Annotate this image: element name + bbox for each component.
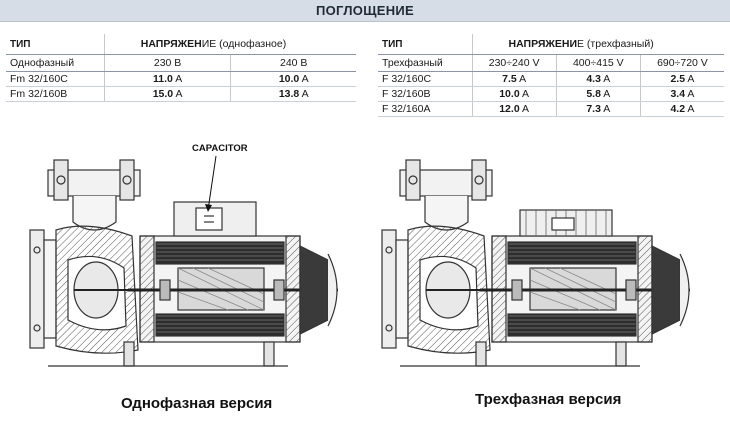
voltage-col-header: 690÷720 V [639,54,724,72]
current-value: 13.8 A [230,86,356,102]
model-name: Fm 32/160C [6,71,105,87]
voltage-col-header: 240 В [230,54,356,72]
phase-type-label: Однофазный [6,54,105,72]
current-value: 5.8 A [555,86,641,102]
current-value: 4.2 A [639,101,724,117]
type-header: ТИП [382,38,403,50]
phase-type-label: Трехфазный [378,54,473,72]
voltage-header: НАПРЯЖЕНИЕ (трехфазный) [508,37,654,50]
model-name: F 32/160A [378,101,473,117]
voltage-col-header: 400÷415 V [555,54,641,72]
section-header: ПОГЛОЩЕНИЕ [0,0,730,22]
table-row: F 32/160C 7.5 A 4.3 A 2.5 A [378,71,724,87]
current-value: 10.0 A [230,71,356,87]
model-name: F 32/160C [378,71,473,87]
section-title: ПОГЛОЩЕНИЕ [315,3,415,18]
voltage-col-header: 230÷240 V [471,54,557,72]
table-row: Fm 32/160B 15.0 A 13.8 A [6,86,356,102]
three-phase-current-table: ТИП НАПРЯЖЕНИЕ (трехфазный) Трехфазный 2… [378,34,724,117]
capacitor-label: CAPACITOR [192,143,248,154]
single-phase-caption: Однофазная версия [121,395,273,412]
current-value: 4.3 A [555,71,641,87]
three-phase-pump-drawing [381,159,690,367]
current-value: 3.4 A [639,86,724,102]
single-phase-current-table: ТИП НАПРЯЖЕНИЕ (однофазное) Однофазный 2… [6,34,356,102]
current-value: 11.0 A [103,71,231,87]
current-value: 12.0 A [471,101,557,117]
single-phase-pump-drawing [29,155,338,367]
current-value: 2.5 A [639,71,724,87]
table-row: F 32/160A 12.0 A 7.3 A 4.2 A [378,101,724,117]
type-header: ТИП [10,38,31,50]
table-row: Fm 32/160C 11.0 A 10.0 A [6,71,356,87]
current-value: 10.0 A [471,86,557,102]
current-value: 7.3 A [555,101,641,117]
model-name: Fm 32/160B [6,86,105,102]
voltage-header: НАПРЯЖЕНИЕ (однофазное) [140,37,287,50]
three-phase-caption: Трехфазная версия [475,391,622,408]
voltage-col-header: 230 В [103,54,231,72]
model-name: F 32/160B [378,86,473,102]
current-value: 15.0 A [103,86,231,102]
current-value: 7.5 A [471,71,557,87]
table-row: F 32/160B 10.0 A 5.8 A 3.4 A [378,86,724,102]
